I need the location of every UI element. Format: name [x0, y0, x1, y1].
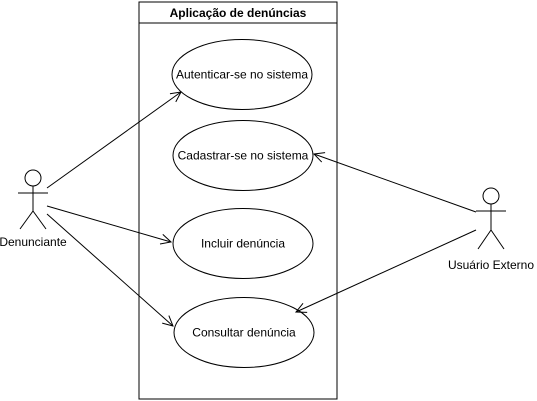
use-case-incluir-ellipse[interactable]	[172, 208, 314, 279]
use-case-autenticar[interactable]: Autenticar-se no sistema	[171, 39, 313, 110]
use-case-cadastrar-label: Cadastrar-se no sistema	[178, 149, 309, 163]
actor-denunciante[interactable]: Denunciante	[0, 169, 67, 249]
use-case-consultar[interactable]: Consultar denúncia	[173, 297, 315, 368]
association-denunciante-incluir	[46, 205, 171, 242]
use-case-incluir[interactable]: Incluir denúncia	[172, 208, 314, 279]
system-title: Aplicação de denúncias	[170, 6, 307, 20]
actor-denunciante-left-leg	[19, 210, 34, 230]
association-denunciante-consultar	[46, 213, 173, 326]
association-usuario-cadastrar	[314, 154, 477, 213]
associations	[46, 92, 477, 326]
actor-usuario-externo[interactable]: Usuário Externo	[448, 187, 534, 272]
actor-usuario-externo-label: Usuário Externo	[448, 258, 534, 272]
association-usuario-consultar	[296, 229, 477, 312]
actor-denunciante-right-leg	[32, 210, 47, 230]
use-case-cadastrar[interactable]: Cadastrar-se no sistema	[172, 120, 314, 191]
association-denunciante-autenticar	[46, 92, 181, 189]
use-case-consultar-label: Consultar denúncia	[192, 326, 296, 340]
use-case-consultar-ellipse[interactable]	[173, 297, 315, 368]
actor-usuario-externo-right-leg	[490, 229, 505, 250]
actor-usuario-externo-left-leg	[477, 229, 492, 250]
use-case-incluir-label: Incluir denúncia	[201, 237, 285, 251]
actor-usuario-externo-head	[482, 187, 500, 205]
actor-denunciante-label: Denunciante	[0, 235, 67, 249]
use-case-autenticar-label: Autenticar-se no sistema	[176, 68, 308, 82]
actor-denunciante-head	[24, 169, 42, 187]
use-case-autenticar-ellipse[interactable]	[171, 39, 313, 110]
